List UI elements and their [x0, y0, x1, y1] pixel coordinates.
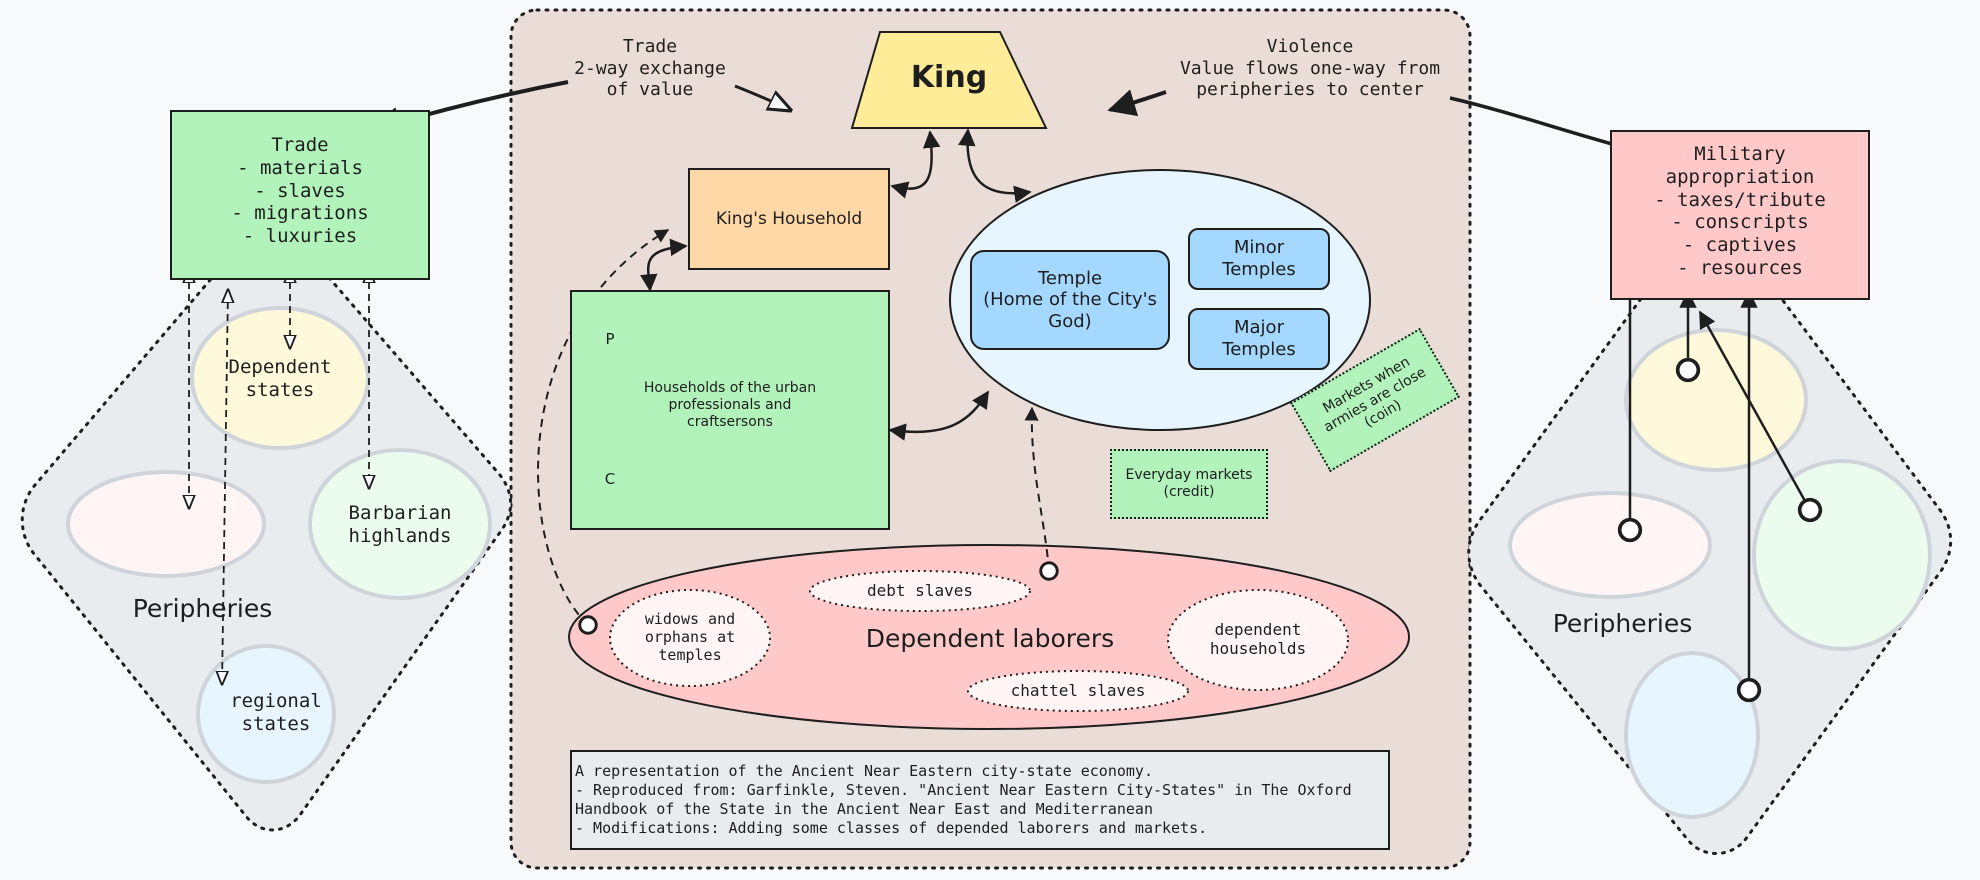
chattel-slaves-label: chattel slaves [1010, 681, 1146, 700]
trade-box [170, 110, 430, 280]
right-green-blob [1752, 459, 1932, 651]
king-shape [850, 31, 1048, 129]
dependent-states-label: Dependent states [228, 356, 332, 401]
minor-temples-box: Minor Temples [1188, 228, 1330, 290]
temple-label: Temple (Home of the City's God) [983, 267, 1157, 332]
everyday-markets-label: Everyday markets (credit) [1125, 467, 1253, 500]
kings-household-box: King's Household [688, 168, 890, 270]
debt-slaves-label: debt slaves [867, 581, 973, 600]
temple-box: Temple (Home of the City's God) [970, 250, 1170, 350]
widows-label: widows and orphans at temples [644, 610, 736, 664]
dependent-laborers-title: Dependent laborers [865, 624, 1115, 653]
violence-to-king-arrow [1107, 89, 1167, 117]
households-label: Households of the urban professionals an… [643, 380, 817, 430]
caption-line-4: - Modifications: Adding some classes of … [575, 819, 1208, 837]
widows-to-household-arrow [537, 229, 670, 635]
dependent-laborers-ellipse [568, 544, 1410, 730]
laborers-to-temple-arrow [1024, 406, 1059, 581]
major-temples-label: Major Temples [1222, 317, 1296, 360]
chattel-slaves-ellipse [967, 670, 1189, 712]
regional-states-label: regional states [230, 690, 322, 735]
military-to-violence-line [1449, 96, 1648, 167]
trade-to-king-arrow [734, 84, 790, 110]
caption-line-1: A representation of the Ancient Near Eas… [575, 762, 1153, 780]
caption-line-2: - Reproduced from: Garfinkle, Steven. "A… [575, 781, 1352, 799]
households-first-letter-top: P [605, 330, 615, 348]
everyday-markets-box: Everyday markets (credit) [1110, 449, 1268, 519]
urban-temple-arrow [888, 390, 990, 441]
caption-line-3: Handbook of the State in the Ancient Nea… [575, 800, 1153, 818]
left-peripheries-title: Peripheries [132, 594, 273, 623]
military-box-text: Military appropriation - taxes/tribute -… [1654, 143, 1826, 279]
right-peripheries-title: Peripheries [1552, 609, 1693, 638]
barbarian-highlands-label: Barbarian highlands [348, 502, 452, 547]
dependent-households-label: dependent households [1209, 620, 1307, 659]
right-yellow-blob [1624, 328, 1808, 472]
minor-temples-label: Minor Temples [1222, 237, 1296, 280]
urban-households-box [570, 290, 890, 530]
violence-annotation: Violence Value flows one-way from periph… [1179, 36, 1441, 101]
left-pink-blob [66, 470, 266, 578]
trade-annotation: Trade 2-way exchange of value [574, 36, 726, 101]
caption-box: A representation of the Ancient Near Eas… [570, 750, 1390, 850]
dependent-households-ellipse [1167, 589, 1349, 691]
households-first-letter-bottom: C [604, 470, 616, 488]
barbarian-highlands-blob [308, 448, 492, 600]
right-pink-blob [1508, 491, 1712, 599]
debt-slaves-ellipse [809, 570, 1031, 612]
trade-periphery-arrow-2 [222, 290, 228, 684]
king-label: King [910, 60, 988, 95]
military-box [1610, 130, 1870, 300]
kings-household-label: King's Household [715, 209, 863, 229]
temple-king-arrow [958, 128, 1032, 203]
right-blue-blob [1624, 651, 1760, 819]
trade-box-text: Trade - materials - slaves - migrations … [231, 134, 369, 248]
household-king-arrow [890, 130, 941, 199]
major-temples-box: Major Temples [1188, 308, 1330, 370]
